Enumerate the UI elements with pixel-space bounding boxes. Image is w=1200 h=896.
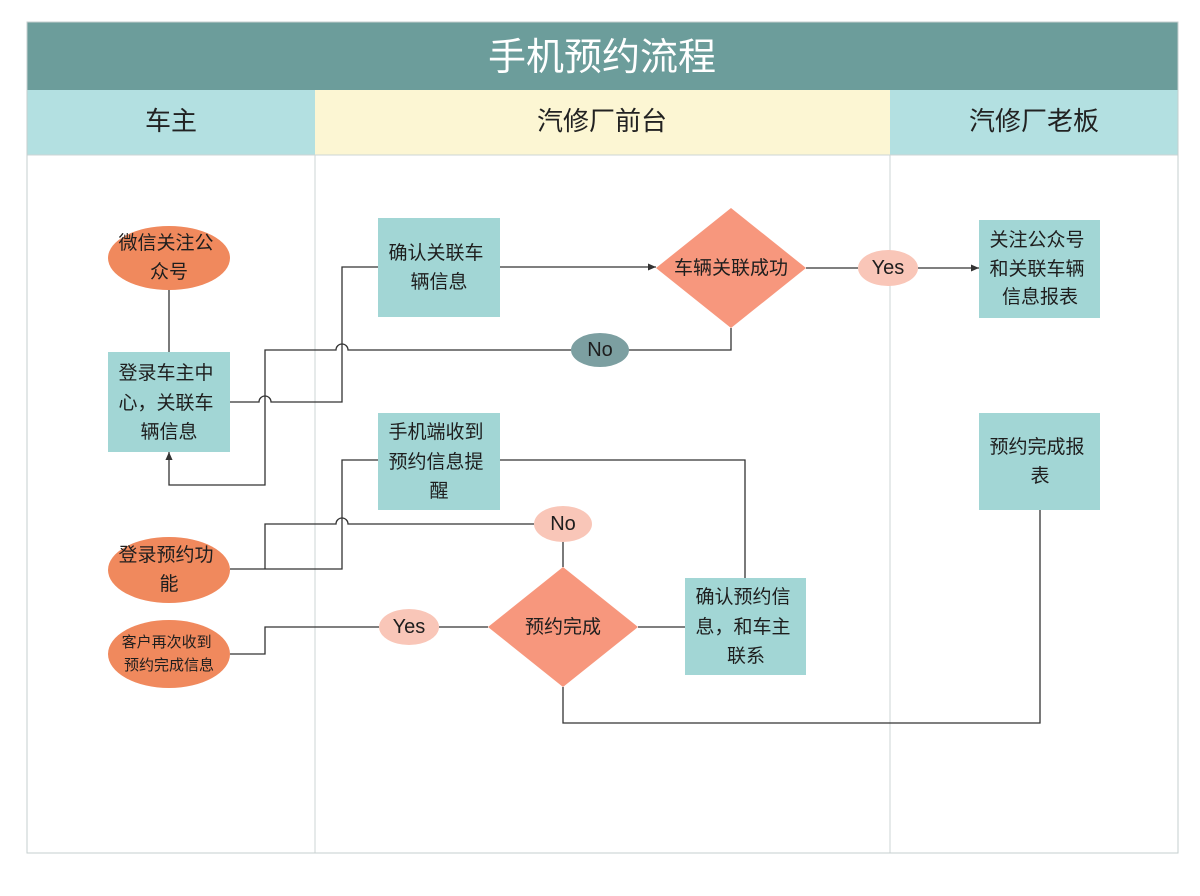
- node-label: 预约完成: [525, 616, 601, 638]
- connector-login-center-to-confirm-link: [230, 266, 378, 403]
- node-label: 车辆关联成功: [674, 257, 788, 279]
- branch-label: No: [550, 513, 576, 535]
- node-label-line: 信息报表: [1002, 286, 1078, 308]
- lane-header-front-desk: [315, 90, 890, 155]
- title-bar: [27, 22, 1178, 90]
- process-box: [979, 220, 1100, 318]
- node-label-line: 车辆关联成功: [674, 257, 788, 279]
- node-label-line: 手机端收到: [388, 421, 483, 443]
- node-label-line: 确认预约信: [695, 586, 790, 608]
- node-booking-complete-report: 预约完成报 表: [979, 413, 1100, 510]
- node-label-line: 预约完成信息: [124, 656, 214, 674]
- connector-no-back-to-login-center: [165, 343, 571, 486]
- node-label-line: 联系: [727, 645, 765, 667]
- process-box: [108, 352, 230, 452]
- node-label-line: 和关联车辆: [989, 258, 1084, 280]
- process-box: [378, 413, 500, 510]
- node-label-line: 醒: [429, 480, 448, 502]
- node-follow-and-link-report: 关注公众号 和关联车辆 信息报表: [979, 220, 1100, 318]
- node-customer-receive-again: 客户再次收到 预约完成信息: [108, 620, 230, 688]
- node-login-booking: 登录预约功 能: [108, 537, 230, 603]
- process-box: [979, 413, 1100, 510]
- connector-login-booking-to-reminder: [230, 459, 378, 570]
- lane-label-shop-owner: 汽修厂老板: [969, 107, 1099, 137]
- connector-no-back-to-login-booking: [264, 517, 534, 569]
- decision-diamond: [488, 567, 638, 687]
- node-label-line: 关注公众号: [989, 229, 1084, 251]
- terminal-ellipse: [108, 537, 230, 603]
- connector-yes-to-customer: [230, 626, 379, 655]
- node-confirm-vehicle-link: 确认关联车 辆信息: [378, 218, 500, 317]
- node-label-line: 预约完成报: [989, 436, 1084, 458]
- node-login-owner-center: 登录车主中 心，关联车 辆信息: [108, 352, 230, 452]
- branch-label-ellipse: [858, 250, 918, 286]
- lane-header-shop-owner: [890, 90, 1178, 155]
- process-box: [685, 578, 806, 675]
- node-label-line: 心，关联车: [118, 392, 213, 414]
- diagram-frame: [26, 21, 1179, 854]
- terminal-ellipse: [108, 226, 230, 290]
- node-phone-booking-reminder: 手机端收到 预约信息提 醒: [378, 413, 500, 510]
- node-label-line: 能: [159, 573, 178, 595]
- node-label-line: 客户再次收到: [122, 633, 212, 651]
- node-label: 确认预约信 息，和车主 联系: [695, 586, 796, 667]
- node-label: 关注公众号 和关联车辆 信息报表: [989, 229, 1090, 308]
- branch-label-ellipse: [534, 506, 592, 542]
- terminal-ellipse: [108, 620, 230, 688]
- node-label-line: 辆信息: [410, 271, 467, 293]
- node-label-line: 登录预约功: [118, 544, 213, 566]
- node-label-line: 预约完成: [525, 616, 601, 638]
- decision-diamond: [656, 208, 806, 328]
- branch-link-success-yes: Yes: [858, 250, 918, 286]
- branch-link-success-no: No: [571, 333, 629, 367]
- diagram-title: 手机预约流程: [488, 35, 716, 79]
- node-label: 预约完成报 表: [989, 436, 1090, 487]
- connector-decision-to-no: [629, 328, 732, 351]
- branch-booking-complete-yes: Yes: [379, 609, 439, 645]
- node-confirm-booking-contact-owner: 确认预约信 息，和车主 联系: [685, 578, 806, 675]
- node-label: 客户再次收到 预约完成信息: [122, 633, 217, 674]
- node-label-line: 息，和车主: [695, 616, 790, 638]
- lane-label-front-desk: 汽修厂前台: [537, 107, 667, 137]
- node-label: 确认关联车 辆信息: [388, 242, 489, 293]
- branch-label-ellipse: [571, 333, 629, 367]
- lane-header-car-owner: [27, 90, 315, 155]
- branch-label-ellipse: [379, 609, 439, 645]
- node-booking-complete: 预约完成: [488, 567, 638, 687]
- connectors: [165, 263, 1041, 724]
- node-label: 登录车主中 心，关联车 辆信息: [118, 362, 219, 443]
- node-label-line: 表: [1030, 465, 1049, 487]
- connector-reminder-to-confirm-booking: [500, 459, 746, 578]
- branch-label: Yes: [393, 616, 426, 638]
- node-label-line: 微信关注公: [118, 232, 213, 254]
- node-label-line: 辆信息: [140, 421, 197, 443]
- node-label: 手机端收到 预约信息提 醒: [388, 421, 489, 502]
- process-box: [378, 218, 500, 317]
- branch-booking-complete-no: No: [534, 506, 592, 542]
- node-label-line: 登录车主中: [118, 362, 213, 384]
- branch-label: No: [587, 339, 613, 361]
- branch-label: Yes: [872, 257, 905, 279]
- node-label: 登录预约功 能: [118, 544, 219, 595]
- node-label-line: 确认关联车: [388, 242, 483, 264]
- node-label: 微信关注公 众号: [118, 232, 219, 283]
- lane-label-car-owner: 车主: [145, 107, 197, 137]
- node-vehicle-link-success: 车辆关联成功: [656, 208, 806, 328]
- connector-decision-to-booking-report: [562, 510, 1041, 724]
- node-label-line: 预约信息提: [388, 451, 483, 473]
- node-label-line: 众号: [150, 261, 188, 283]
- node-wechat-follow: 微信关注公 众号: [108, 226, 230, 290]
